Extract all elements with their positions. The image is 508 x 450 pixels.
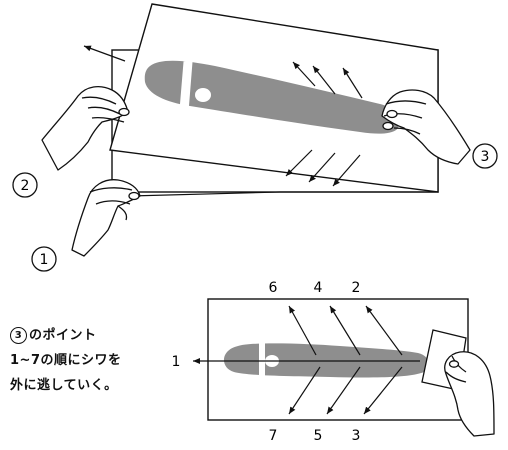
arrow-sequence-2	[365, 305, 403, 356]
gray-part	[144, 60, 400, 134]
step-marker-1: 1	[31, 246, 57, 272]
step-marker-3: 3	[472, 143, 498, 169]
label-3: 3	[352, 428, 361, 444]
arrow-sequence-6	[288, 305, 317, 356]
note-line-1-text: のポイント	[29, 328, 97, 343]
label-6: 6	[269, 280, 278, 296]
arrow-sequence-4	[329, 305, 361, 356]
label-4: 4	[314, 280, 323, 296]
arrow-bottom-3	[332, 154, 361, 187]
arrow-bottom-2	[308, 152, 336, 183]
hand-step1	[71, 179, 141, 257]
label-2: 2	[352, 280, 361, 296]
step-number-2: 2	[21, 178, 30, 194]
arrow-pull-direction	[83, 45, 126, 62]
arrow-sequence-7	[288, 366, 321, 415]
hand-step2	[41, 85, 130, 171]
label-7: 7	[269, 428, 278, 444]
arrow-top-3	[342, 67, 363, 99]
bottom-illustration: 6 4 2 7 5 3 1	[172, 280, 495, 444]
note-circled-number: 3	[10, 327, 27, 344]
step-number-3: 3	[481, 149, 490, 165]
part-hole	[195, 88, 211, 102]
hand-step3	[381, 89, 471, 165]
note-line-3: 外に逃していく。	[10, 378, 118, 393]
hand-squeegee	[444, 351, 495, 437]
arrow-top-2	[312, 65, 336, 95]
sheet-lower-edge	[129, 191, 438, 197]
note-line-2: 1~7の順にシワを	[10, 353, 122, 368]
arrow-sequence-5	[326, 366, 361, 415]
arrow-top-1	[292, 61, 316, 87]
arrow-sequence-3	[363, 366, 403, 415]
label-5: 5	[314, 428, 323, 444]
arrow-bottom-1	[285, 149, 313, 177]
tape-strip	[179, 61, 193, 113]
top-illustration: 1 2 3	[12, 3, 498, 272]
step-marker-2: 2	[12, 172, 38, 198]
label-1: 1	[172, 354, 181, 370]
step-number-1: 1	[40, 252, 49, 268]
